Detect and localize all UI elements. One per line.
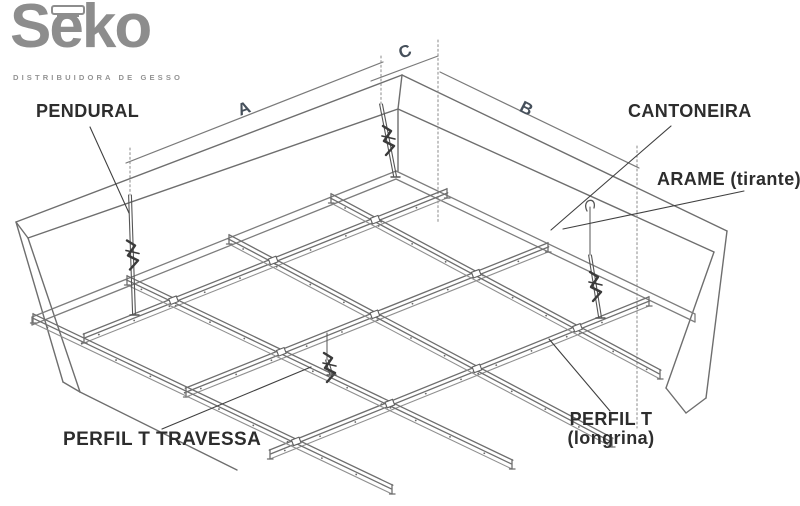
label-pendural: PENDURAL	[36, 101, 140, 121]
logo-letter-e: e	[49, 0, 86, 58]
label-perfil-t-longrina-line1: PERFIL T	[569, 409, 653, 429]
logo-letters: ko	[81, 0, 152, 61]
label-arame: ARAME (tirante)	[657, 169, 800, 189]
logo-letter: S	[10, 0, 51, 61]
label-cantoneira: CANTONEIRA	[628, 101, 752, 121]
label-perfil-t-longrina: PERFIL T (longrina)	[556, 410, 666, 448]
label-perfil-t-travessa: PERFIL T TRAVESSA	[63, 429, 262, 450]
logo-tagline: DISTRIBUIDORA DE GESSO	[13, 73, 184, 82]
ceiling-profile-icon	[51, 5, 86, 17]
label-perfil-t-longrina-line2: (longrina)	[567, 428, 655, 448]
